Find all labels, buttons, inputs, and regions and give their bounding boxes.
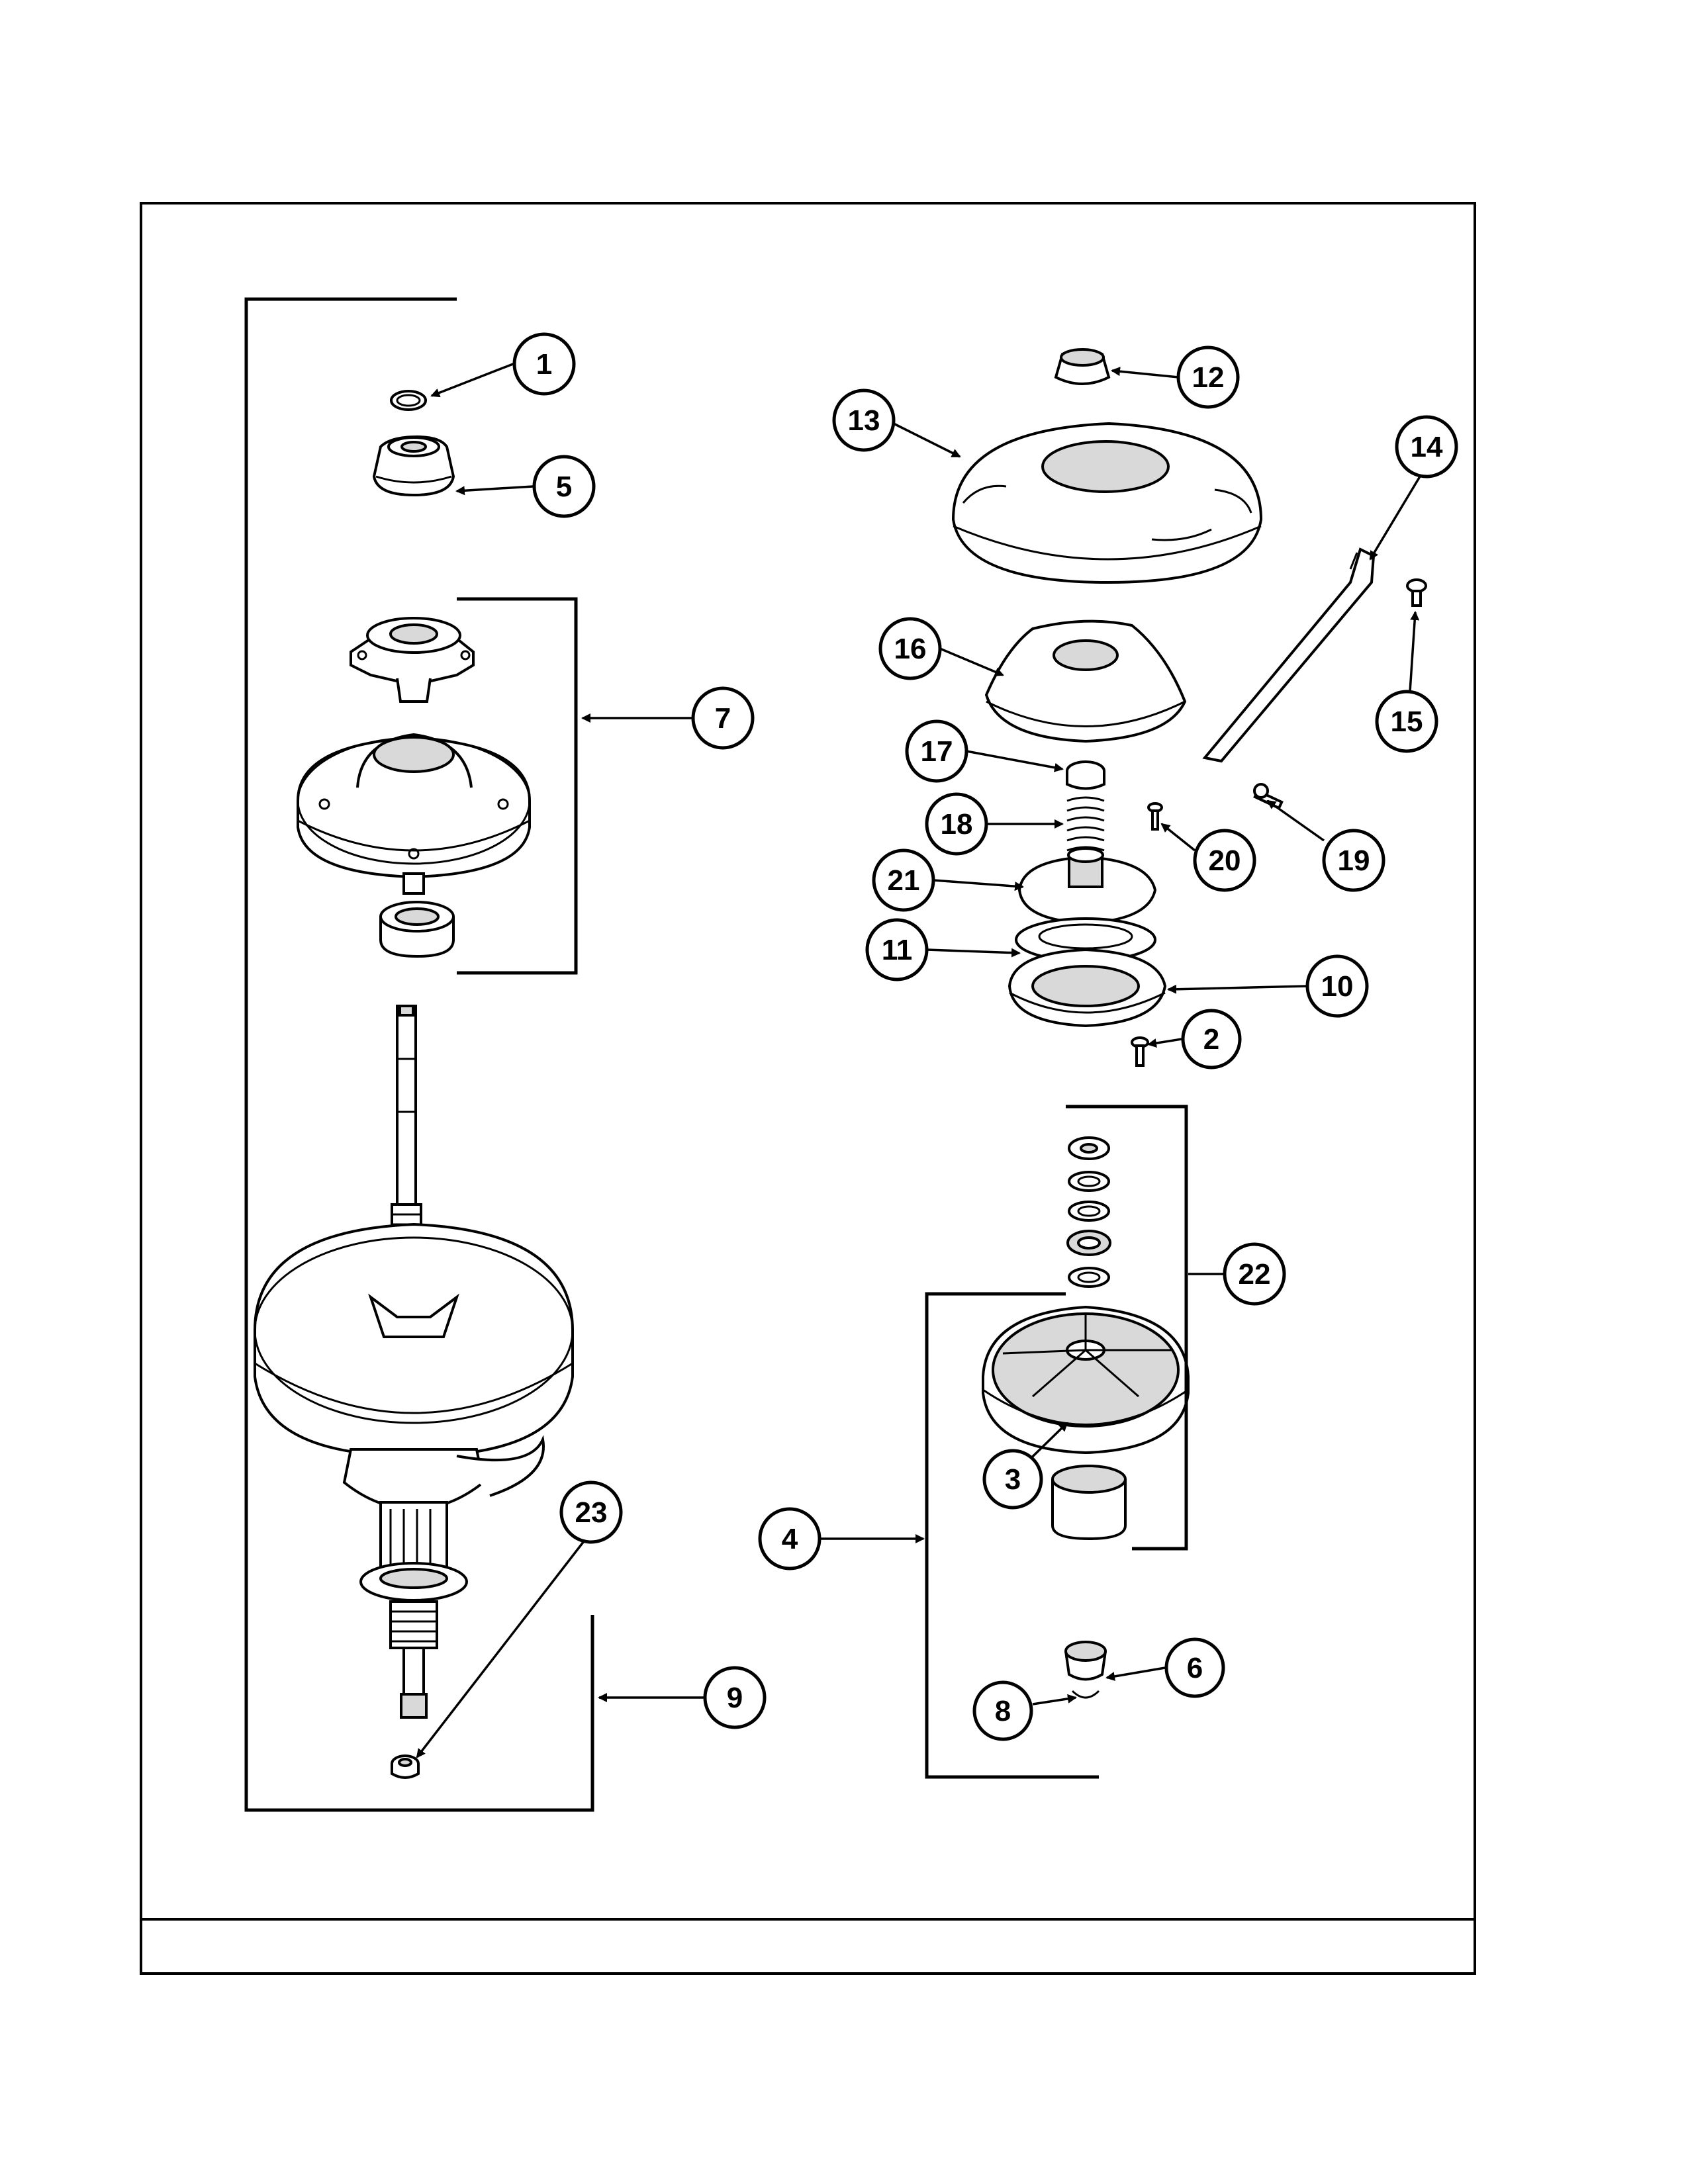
part-7-bracket	[457, 597, 578, 975]
callout-1: 1	[512, 332, 576, 396]
callout-13: 13	[832, 388, 896, 452]
svg-text:12: 12	[1192, 361, 1225, 394]
part-17-collar	[1066, 760, 1105, 790]
svg-text:19: 19	[1338, 844, 1370, 877]
part-22-washers	[1066, 1136, 1111, 1288]
callout-23: 23	[559, 1480, 623, 1544]
svg-text:6: 6	[1187, 1652, 1203, 1684]
svg-text:17: 17	[921, 735, 953, 768]
callout-17: 17	[905, 719, 968, 783]
callout-11: 11	[865, 918, 929, 981]
leader-20	[1160, 823, 1196, 852]
part-13-tub-cover	[951, 422, 1263, 584]
callout-20: 20	[1193, 829, 1256, 892]
svg-text:23: 23	[575, 1496, 608, 1529]
callout-16: 16	[878, 617, 942, 680]
callout-7: 7	[691, 686, 755, 750]
leader-6	[1105, 1666, 1166, 1681]
leader-5	[455, 485, 534, 496]
leader-15	[1409, 611, 1420, 692]
svg-text:3: 3	[1005, 1463, 1021, 1496]
callout-9: 9	[703, 1666, 767, 1729]
part-22-pulley	[982, 1305, 1190, 1455]
leader-17	[966, 750, 1064, 772]
callout-5: 5	[532, 455, 596, 518]
svg-text:10: 10	[1321, 970, 1354, 1003]
callout-10: 10	[1305, 954, 1369, 1018]
callout-21: 21	[872, 848, 935, 912]
leader-23	[416, 1537, 587, 1758]
part-12-cap	[1054, 348, 1111, 385]
callout-12: 12	[1176, 345, 1240, 409]
leader-1	[430, 363, 514, 398]
leader-13	[893, 422, 961, 458]
part-1-ring	[390, 390, 427, 411]
svg-text:4: 4	[782, 1523, 798, 1555]
leader-14	[1369, 476, 1421, 561]
callout-14: 14	[1395, 415, 1458, 478]
callout-6: 6	[1164, 1637, 1225, 1698]
part-14-lever	[1202, 547, 1376, 763]
svg-text:9: 9	[727, 1682, 743, 1714]
part-18-spring	[1066, 796, 1105, 852]
callout-18: 18	[925, 792, 988, 856]
callout-15: 15	[1375, 690, 1438, 753]
part-16-dome	[984, 619, 1187, 743]
svg-text:14: 14	[1411, 431, 1443, 463]
part-6-coupling	[1064, 1641, 1107, 1681]
part-7-bearing	[379, 901, 455, 958]
callout-8: 8	[972, 1680, 1033, 1741]
leader-8	[1032, 1694, 1077, 1706]
part-4-bracket	[925, 1292, 1099, 1779]
svg-text:21: 21	[888, 864, 920, 897]
callout-22: 22	[1223, 1242, 1286, 1306]
part-5-bushing	[372, 435, 455, 497]
svg-text:15: 15	[1391, 705, 1423, 738]
callout-3: 3	[982, 1449, 1043, 1510]
svg-text:20: 20	[1209, 844, 1241, 877]
svg-text:13: 13	[848, 404, 880, 437]
part-9-transmission	[254, 1005, 574, 1719]
part-21-clutch-plate	[1017, 847, 1157, 925]
leader-10	[1167, 984, 1308, 994]
part-2-screw	[1131, 1036, 1149, 1067]
part-3-bushing	[1051, 1465, 1127, 1541]
part-20-screw	[1147, 802, 1163, 831]
part-23-nut	[391, 1754, 420, 1779]
part-7-bearing-housing	[350, 617, 475, 703]
leader-21	[933, 879, 1024, 891]
part-15-screw	[1406, 578, 1427, 607]
part-22-bracket	[1066, 1105, 1188, 1551]
diagram-border	[140, 202, 1476, 1975]
svg-text:7: 7	[715, 702, 731, 735]
leader-16	[939, 647, 1004, 676]
svg-text:16: 16	[894, 633, 927, 665]
part-7-flange	[297, 733, 531, 895]
callout-2: 2	[1181, 1009, 1242, 1069]
leader-19	[1266, 799, 1325, 842]
svg-text:11: 11	[882, 934, 913, 966]
part-8-clip	[1071, 1690, 1100, 1699]
leader-11	[926, 948, 1021, 958]
left-assembly-bracket	[244, 297, 594, 1812]
svg-text:8: 8	[995, 1695, 1011, 1727]
part-10-base-plate	[1008, 948, 1167, 1028]
svg-text:22: 22	[1239, 1258, 1271, 1291]
svg-text:2: 2	[1203, 1023, 1219, 1056]
callout-4: 4	[758, 1507, 821, 1570]
svg-text:5: 5	[556, 471, 572, 503]
svg-text:1: 1	[536, 348, 552, 381]
part-19-screw	[1253, 783, 1284, 810]
callout-19: 19	[1322, 829, 1385, 892]
svg-text:18: 18	[941, 808, 973, 841]
leader-12	[1111, 367, 1179, 379]
leader-2	[1147, 1038, 1182, 1048]
